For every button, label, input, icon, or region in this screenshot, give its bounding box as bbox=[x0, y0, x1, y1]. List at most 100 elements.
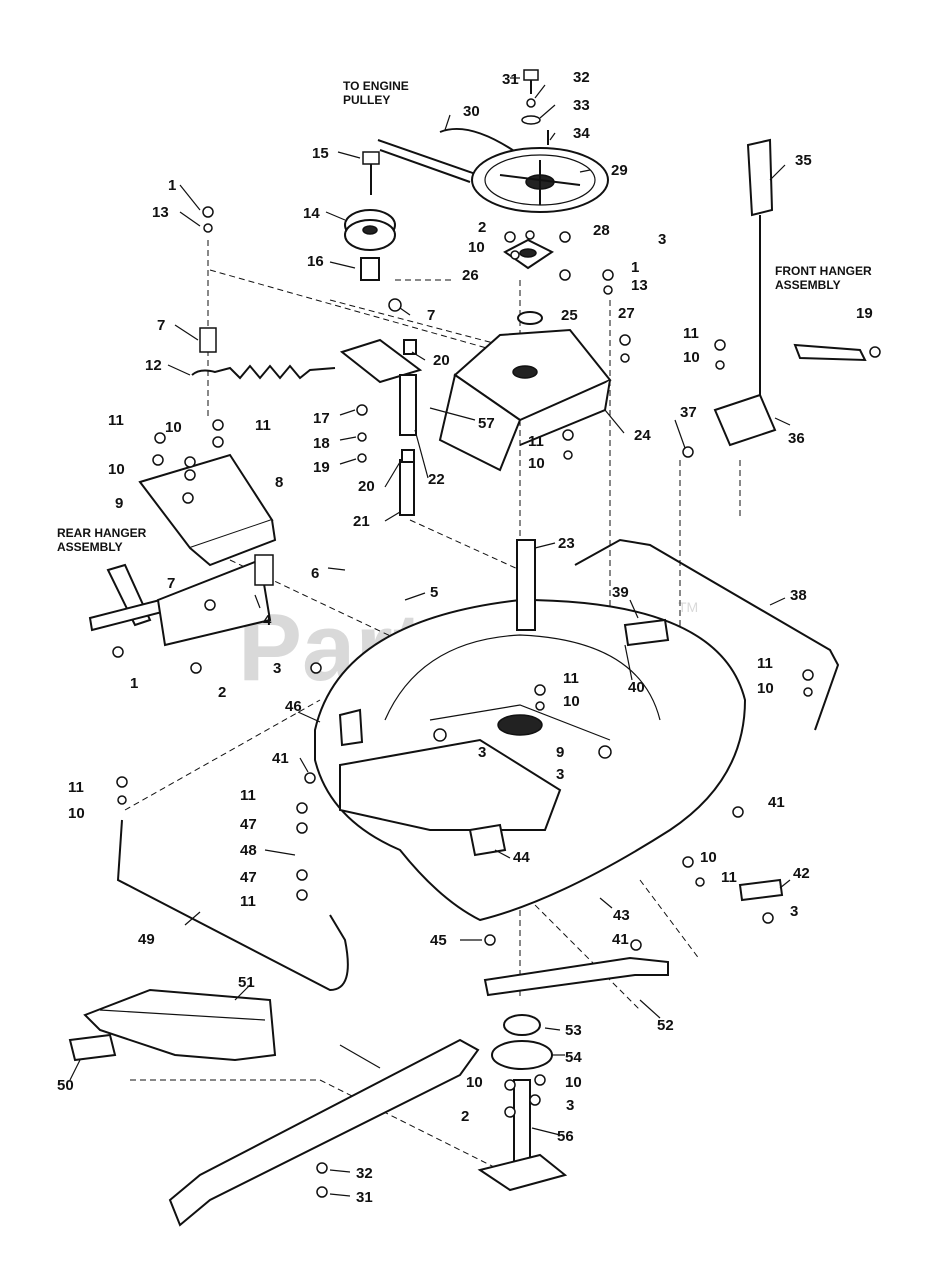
callout-41-c: 41 bbox=[612, 931, 629, 948]
washer-32 bbox=[526, 98, 536, 108]
callout-7-b: 7 bbox=[427, 307, 435, 324]
callout-10-d: 10 bbox=[108, 461, 125, 478]
note-engine-line2: PULLEY bbox=[343, 93, 390, 107]
callout-21: 21 bbox=[353, 513, 370, 530]
callout-13-a: 13 bbox=[152, 204, 169, 221]
callout-10-j: 10 bbox=[466, 1074, 483, 1091]
stiffener-52 bbox=[483, 956, 669, 997]
callout-11-a: 11 bbox=[683, 325, 699, 342]
bracket-44 bbox=[468, 823, 507, 857]
callout-34: 34 bbox=[573, 125, 590, 142]
decal-46 bbox=[338, 708, 364, 747]
callout-43: 43 bbox=[613, 907, 630, 924]
callout-3-d: 3 bbox=[556, 766, 564, 783]
note-rear-line2: ASSEMBLY bbox=[57, 540, 123, 554]
callout-29: 29 bbox=[611, 162, 628, 179]
callout-10-a: 10 bbox=[468, 239, 485, 256]
hardware-markers bbox=[112, 206, 881, 1198]
callout-48: 48 bbox=[240, 842, 257, 859]
callout-13-b: 13 bbox=[631, 277, 648, 294]
callout-32-top: 32 bbox=[573, 69, 590, 86]
callout-11-d: 11 bbox=[528, 433, 544, 450]
idler-pulley bbox=[344, 209, 396, 251]
spindle-housing bbox=[438, 328, 612, 472]
callout-10-c: 10 bbox=[165, 419, 182, 436]
callout-46: 46 bbox=[285, 698, 302, 715]
callout-18: 18 bbox=[313, 435, 330, 452]
callout-5: 5 bbox=[430, 584, 438, 601]
leader-lines bbox=[69, 77, 791, 1197]
callout-3-c: 3 bbox=[478, 744, 486, 761]
callout-2-b: 2 bbox=[218, 684, 226, 701]
washer-33 bbox=[521, 115, 541, 125]
callout-42: 42 bbox=[793, 865, 810, 882]
callout-10-i: 10 bbox=[700, 849, 717, 866]
callout-3-b: 3 bbox=[273, 660, 281, 677]
callout-52: 52 bbox=[657, 1017, 674, 1034]
callout-32-bottom: 32 bbox=[356, 1165, 373, 1182]
callout-10-k: 10 bbox=[565, 1074, 582, 1091]
callout-27: 27 bbox=[618, 305, 635, 322]
callout-51: 51 bbox=[238, 974, 255, 991]
callout-20-a: 20 bbox=[433, 352, 450, 369]
callout-1-b: 1 bbox=[631, 259, 639, 276]
callout-7-c: 7 bbox=[167, 575, 175, 592]
callout-8: 8 bbox=[275, 474, 283, 491]
callout-10-h: 10 bbox=[68, 805, 85, 822]
note-rear-line1: REAR HANGER bbox=[57, 526, 147, 540]
callout-24: 24 bbox=[634, 427, 651, 444]
callout-11-i: 11 bbox=[240, 893, 256, 910]
callout-10-e: 10 bbox=[528, 455, 545, 472]
callout-15: 15 bbox=[312, 145, 329, 162]
callout-35: 35 bbox=[795, 152, 812, 169]
callout-3-f: 3 bbox=[566, 1097, 574, 1114]
callout-11-g: 11 bbox=[68, 779, 84, 796]
callout-37: 37 bbox=[680, 404, 697, 421]
callout-41-a: 41 bbox=[272, 750, 289, 767]
callout-14: 14 bbox=[303, 205, 320, 222]
mower-deck bbox=[314, 539, 747, 922]
callout-23: 23 bbox=[558, 535, 575, 552]
callout-9-a: 9 bbox=[115, 495, 123, 512]
callout-19-a: 19 bbox=[313, 459, 330, 476]
bolt-15 bbox=[362, 151, 380, 195]
callout-numbers: 31 32 33 34 30 29 15 14 16 1 13 7 12 2 1… bbox=[57, 69, 873, 1206]
callout-17: 17 bbox=[313, 410, 330, 427]
callout-41-b: 41 bbox=[768, 794, 785, 811]
callout-11-c: 11 bbox=[255, 417, 271, 434]
callout-9-b: 9 bbox=[556, 744, 564, 761]
front-bumper bbox=[574, 538, 840, 731]
callout-50: 50 bbox=[57, 1077, 74, 1094]
callout-2-c: 2 bbox=[461, 1108, 469, 1125]
callout-47-a: 47 bbox=[240, 816, 257, 833]
bearing-housing bbox=[503, 238, 554, 325]
decal-39 bbox=[623, 618, 670, 647]
callout-33: 33 bbox=[573, 97, 590, 114]
note-front-line1: FRONT HANGER bbox=[775, 264, 872, 278]
note-front-line2: ASSEMBLY bbox=[775, 278, 841, 292]
lift-link bbox=[713, 138, 867, 447]
callout-10-f: 10 bbox=[563, 693, 580, 710]
alignment-lines bbox=[124, 240, 741, 1181]
callout-11-f: 11 bbox=[757, 655, 773, 672]
discharge-deflector bbox=[68, 988, 277, 1062]
callout-19-b: 19 bbox=[856, 305, 873, 322]
callout-31-bottom: 31 bbox=[356, 1189, 373, 1206]
callout-6: 6 bbox=[311, 565, 319, 582]
callout-55: 56 bbox=[557, 1128, 574, 1145]
callout-16: 16 bbox=[307, 253, 324, 270]
callout-53: 53 bbox=[565, 1022, 582, 1039]
callout-47-b: 47 bbox=[240, 869, 257, 886]
callout-40: 40 bbox=[628, 679, 645, 696]
callout-44: 44 bbox=[513, 849, 530, 866]
spacer bbox=[360, 257, 380, 281]
spring bbox=[191, 364, 336, 380]
rear-bar bbox=[116, 819, 349, 992]
callout-45: 45 bbox=[430, 932, 447, 949]
callout-30: 30 bbox=[463, 103, 480, 120]
bracket-42 bbox=[738, 878, 784, 902]
callout-4: 4 bbox=[263, 612, 272, 629]
callout-54: 54 bbox=[565, 1049, 582, 1066]
callout-3-a: 3 bbox=[658, 231, 666, 248]
